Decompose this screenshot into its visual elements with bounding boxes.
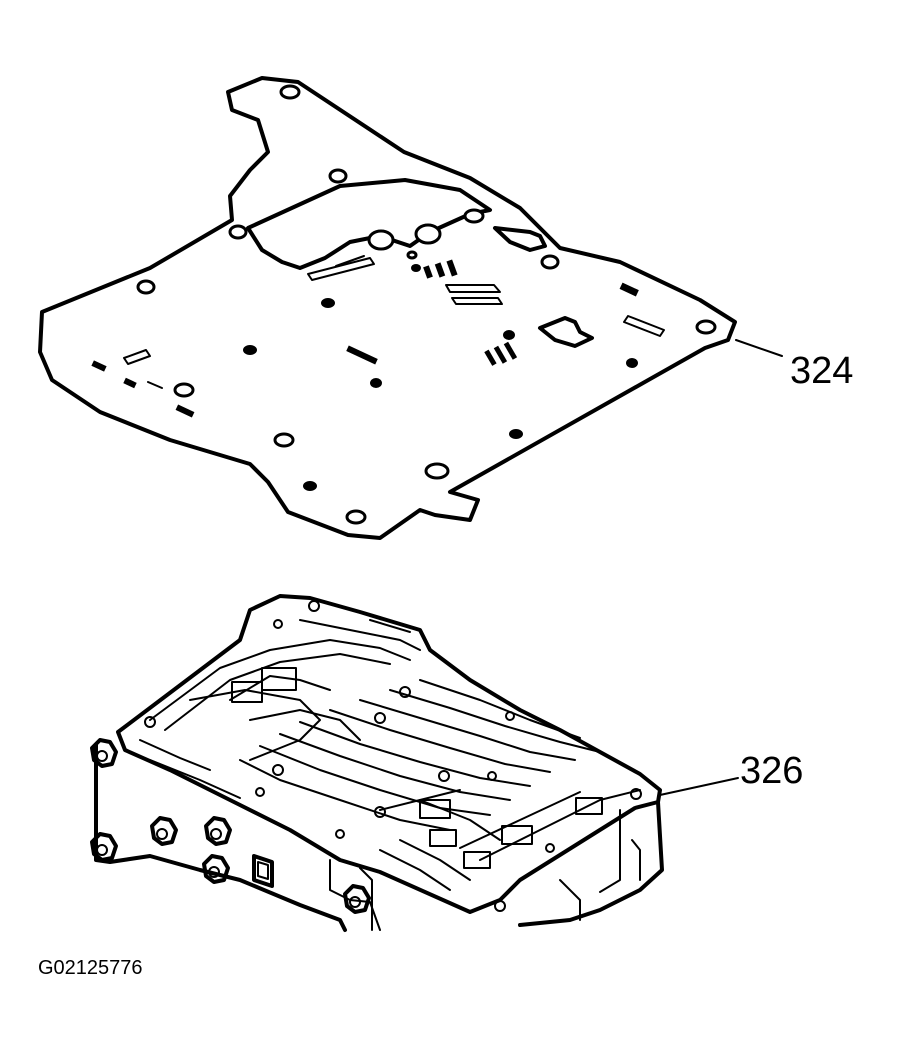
gasket-hook [493,226,547,252]
callout-leader-324 [735,339,783,357]
gasket-slots [91,255,665,418]
callout-label-324: 324 [790,350,853,392]
gasket-tab [538,316,594,348]
callout-leader-326 [659,777,739,796]
valve-body-side-right [518,800,664,927]
valve-body-bolt-bosses [90,738,371,914]
valve-body-passages [139,619,641,891]
figure-id: G02125776 [38,957,143,979]
valve-body [90,594,739,932]
valve-body-top-face [116,594,662,914]
gasket-filled-holes [243,264,638,491]
spacer-plate-gasket [38,76,783,540]
valve-body-holes [144,600,642,912]
gasket-bolt-holes [136,84,717,525]
gasket-outline [38,76,737,540]
callout-label-326: 326 [740,750,803,792]
gasket-cutout [246,178,492,270]
